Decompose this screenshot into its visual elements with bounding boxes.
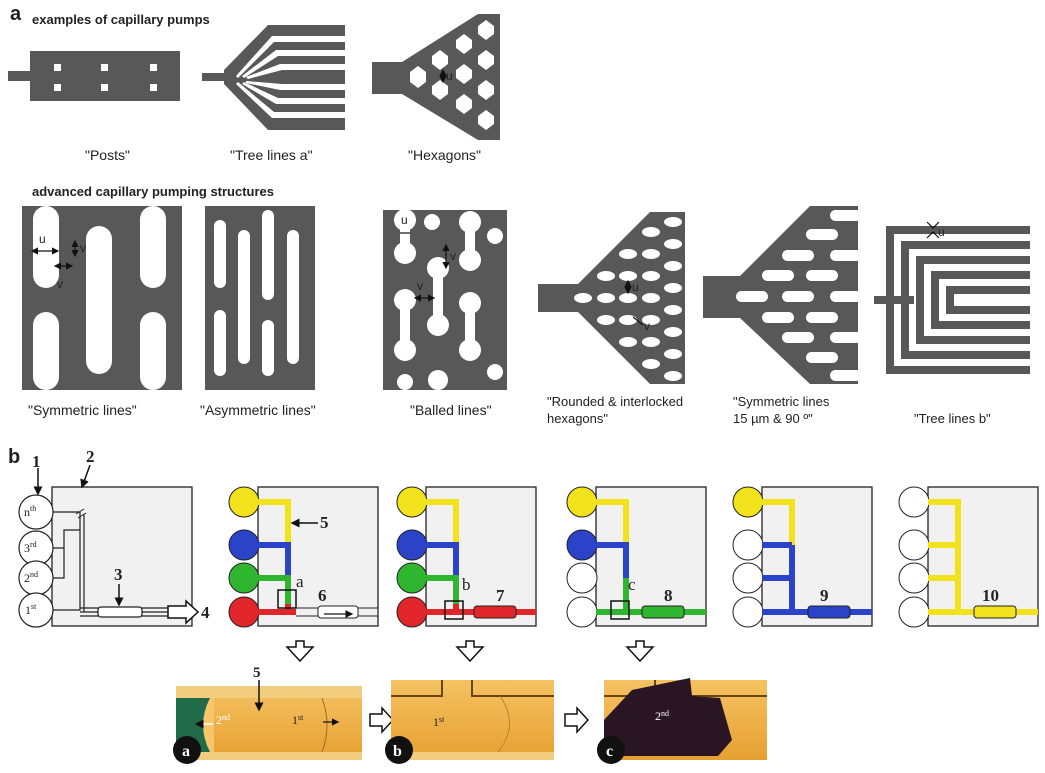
caption-posts: "Posts" <box>85 147 130 163</box>
symmetric-dim-v-horizontal: v <box>57 277 63 291</box>
box-label-c: c <box>628 575 636 594</box>
panel-b-letter: b <box>8 446 20 468</box>
balled-lines-structure: u v v <box>383 209 507 390</box>
valve-2nd-label: 2nd <box>24 570 38 585</box>
chip-stage-2 <box>396 486 537 663</box>
photo-b <box>385 680 554 764</box>
photo-a-1st-label: 1st <box>292 713 304 727</box>
chip-schematic <box>18 464 200 628</box>
rounded-hexagons-structure: u v <box>538 212 685 384</box>
callout-8: 8 <box>664 586 673 605</box>
caption-tree-lines-a: "Tree lines a" <box>230 147 313 163</box>
balled-dim-u: u <box>401 213 408 227</box>
valve-3rd-label: 3rd <box>24 540 37 555</box>
chip-stage-5 <box>898 486 1039 628</box>
caption-rounded-hexagons-line1: "Rounded & interlocked <box>547 394 683 409</box>
photo-c <box>597 678 767 764</box>
rounded-dim-u: u <box>632 280 639 294</box>
chip-stage-4 <box>732 486 873 628</box>
hexagons-structure: u <box>372 14 500 140</box>
caption-symmetric-lines: "Symmetric lines" <box>28 402 137 418</box>
posts-structure <box>8 51 180 101</box>
rounded-dim-v: v <box>644 319 650 333</box>
heading-advanced-structures: advanced capillary pumping structures <box>32 184 274 199</box>
callout-5: 5 <box>320 513 329 532</box>
callout-2: 2 <box>86 447 95 466</box>
callout-10: 10 <box>982 586 999 605</box>
photo-c-2nd-label: 2nd <box>655 709 669 723</box>
photo-b-badge: b <box>393 743 402 760</box>
valve-1st-label: 1st <box>25 602 37 617</box>
tree-lines-a-structure <box>202 25 345 130</box>
photo-b-1st-label: 1st <box>433 715 445 729</box>
flow-arrow-b-to-c <box>564 706 590 734</box>
caption-hexagons: "Hexagons" <box>408 147 481 163</box>
box-label-a: a <box>296 572 304 591</box>
caption-symmetric-15um-line1: "Symmetric lines <box>733 394 830 409</box>
callout-6: 6 <box>318 586 327 605</box>
caption-rounded-hexagons-line2: hexagons" <box>547 411 608 426</box>
callout-1: 1 <box>32 452 41 471</box>
box-label-b: b <box>462 575 471 594</box>
callout-7: 7 <box>496 586 505 605</box>
callout-9: 9 <box>820 586 829 605</box>
flow-arrow-a-to-b <box>369 706 395 734</box>
asymmetric-lines-structure <box>205 206 315 390</box>
photo-c-badge: c <box>606 743 613 760</box>
photo-a-callout-5: 5 <box>253 665 261 681</box>
balled-dim-v-vertical: v <box>450 249 456 263</box>
symmetric-dim-u: u <box>39 232 46 246</box>
balled-dim-v-horizontal: v <box>417 279 423 293</box>
photo-a-badge: a <box>182 743 190 760</box>
symmetric-15um-structure <box>703 206 862 384</box>
panel-a-letter: a <box>10 3 22 25</box>
heading-capillary-pumps: examples of capillary pumps <box>32 12 210 27</box>
photo-a-2nd-label: 2nd <box>216 713 230 727</box>
tree-lines-b-structure <box>874 226 1030 374</box>
hexagons-dim-u: u <box>446 69 453 83</box>
valve-nth-label: nth <box>24 504 36 519</box>
caption-balled-lines: "Balled lines" <box>410 402 492 418</box>
chip-stage-1 <box>228 486 379 663</box>
photo-a <box>173 680 362 764</box>
tree-b-dim-u: u <box>938 225 945 239</box>
caption-asymmetric-lines: "Asymmetric lines" <box>200 402 316 418</box>
callout-4: 4 <box>201 603 210 622</box>
symmetric-lines-structure: u v v <box>22 206 182 390</box>
caption-symmetric-15um-line2: 15 µm & 90 º" <box>733 411 813 426</box>
callout-3: 3 <box>114 565 123 584</box>
symmetric-dim-v-vertical: v <box>80 241 86 255</box>
caption-tree-lines-b: "Tree lines b" <box>914 411 991 426</box>
chip-stage-3 <box>566 486 707 663</box>
